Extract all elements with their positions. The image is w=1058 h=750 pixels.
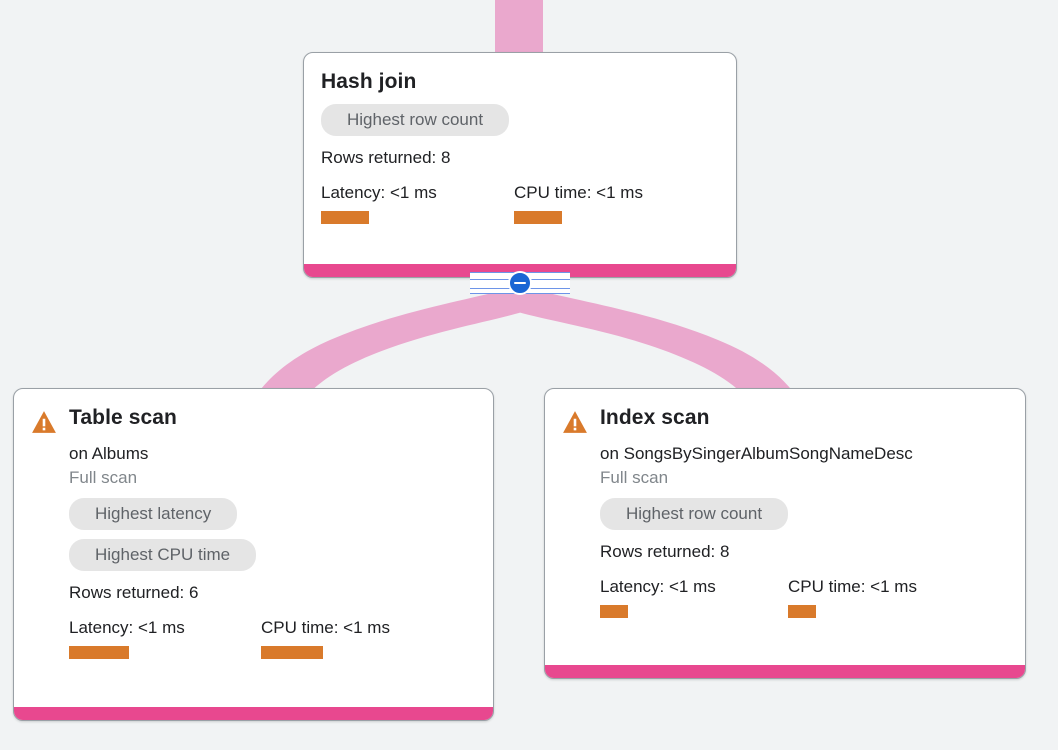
node-accent-bar: [304, 264, 736, 277]
node-scan-type: Full scan: [69, 468, 138, 487]
node-header: Table scan: [31, 405, 476, 434]
node-accent-bar: [545, 665, 1025, 678]
metric-cpu-time-bar: [788, 605, 816, 618]
metrics-row: Latency: <1 ms CPU time: <1 ms: [600, 576, 1008, 618]
plan-node-hash-join[interactable]: Hash join Highest row count Rows returne…: [303, 52, 737, 278]
metric-latency-label: Latency: <1 ms: [321, 183, 437, 202]
chip-highest-latency[interactable]: Highest latency: [69, 498, 238, 530]
metric-cpu-time-bar: [514, 211, 562, 224]
chip-row: Highest row count: [321, 95, 719, 136]
metric-cpu-time: CPU time: <1 ms: [788, 576, 917, 618]
collapse-toggle[interactable]: [470, 271, 570, 295]
node-body: Index scan on SongsBySingerAlbumSongName…: [545, 389, 1025, 632]
metrics-row: Latency: <1 ms CPU time: <1 ms: [321, 182, 719, 224]
metric-latency-label: Latency: <1 ms: [600, 577, 716, 596]
chip-highest-cpu-time[interactable]: Highest CPU time: [69, 539, 257, 571]
metric-cpu-time-label: CPU time: <1 ms: [788, 577, 917, 596]
edge-hash-join-to-table-scan: [240, 286, 522, 430]
rows-returned: Rows returned: 8: [600, 542, 730, 561]
chip-highest-row-count[interactable]: Highest row count: [321, 104, 510, 136]
metric-cpu-time-label: CPU time: <1 ms: [261, 618, 390, 637]
metric-cpu-time: CPU time: <1 ms: [261, 617, 390, 659]
node-header: Index scan: [562, 405, 1008, 434]
node-details: on Albums Full scan Highest latency High…: [31, 442, 476, 659]
metric-latency-bar: [69, 646, 129, 659]
edge-in-top: [495, 0, 543, 52]
node-accent-bar: [14, 707, 493, 720]
node-details: on SongsBySingerAlbumSongNameDesc Full s…: [562, 442, 1008, 618]
node-title: Index scan: [600, 406, 710, 429]
node-subtitle: on Albums: [69, 444, 149, 463]
node-subtitle: on SongsBySingerAlbumSongNameDesc: [600, 444, 913, 463]
warning-icon: [32, 411, 56, 433]
node-title: Table scan: [69, 406, 177, 429]
metric-latency: Latency: <1 ms: [321, 182, 514, 224]
rows-returned: Rows returned: 6: [69, 583, 199, 602]
chip-row: Highest latency: [69, 489, 476, 530]
metric-latency-bar: [321, 211, 369, 224]
metric-latency-label: Latency: <1 ms: [69, 618, 185, 637]
minus-icon[interactable]: [508, 271, 532, 295]
warning-icon: [563, 411, 587, 433]
metric-cpu-time-label: CPU time: <1 ms: [514, 183, 643, 202]
metric-latency: Latency: <1 ms: [600, 576, 788, 618]
chip-highest-row-count[interactable]: Highest row count: [600, 498, 789, 530]
plan-node-table-scan[interactable]: Table scan on Albums Full scan Highest l…: [13, 388, 494, 721]
edge-hash-join-to-index-scan: [518, 286, 812, 430]
rows-returned: Rows returned: 8: [321, 148, 451, 167]
node-title: Hash join: [321, 70, 417, 93]
metric-cpu-time: CPU time: <1 ms: [514, 182, 643, 224]
metrics-row: Latency: <1 ms CPU time: <1 ms: [69, 617, 476, 659]
metric-latency-bar: [600, 605, 628, 618]
node-scan-type: Full scan: [600, 468, 669, 487]
plan-node-index-scan[interactable]: Index scan on SongsBySingerAlbumSongName…: [544, 388, 1026, 679]
chip-row: Highest CPU time: [69, 530, 476, 571]
chip-row: Highest row count: [600, 489, 1008, 530]
node-header: Hash join: [321, 69, 719, 95]
node-body: Table scan on Albums Full scan Highest l…: [14, 389, 493, 673]
metric-cpu-time-bar: [261, 646, 323, 659]
node-body: Hash join Highest row count Rows returne…: [304, 53, 736, 238]
metric-latency: Latency: <1 ms: [69, 617, 261, 659]
